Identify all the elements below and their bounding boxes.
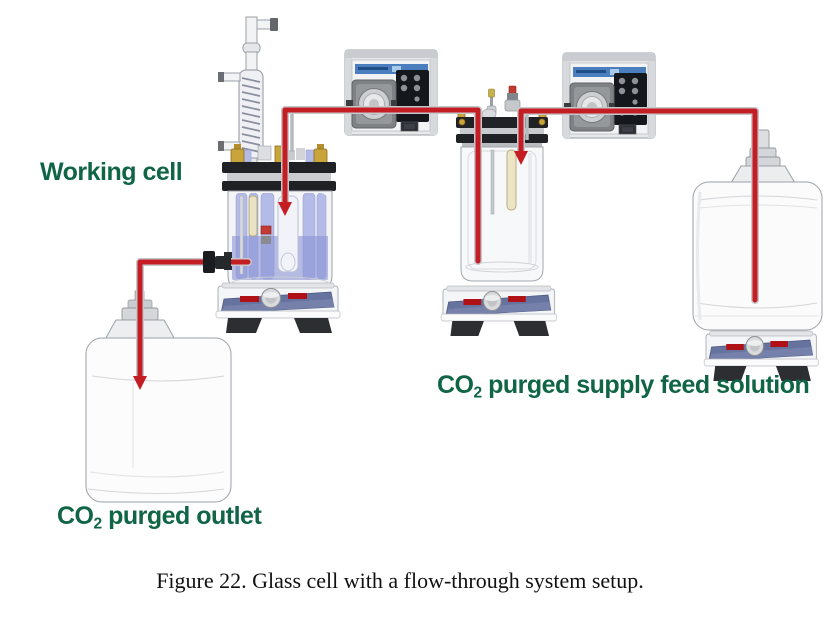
label-outlet-subscript: 2 bbox=[93, 515, 103, 533]
working-cell-lid bbox=[222, 144, 336, 191]
middle-cell-unit bbox=[440, 85, 557, 337]
flow-arrow-into-working-cell bbox=[278, 202, 292, 216]
flow-arrow-into-feed-cell bbox=[514, 151, 528, 165]
stirrer-left-icon bbox=[215, 282, 341, 334]
figure-caption: Figure 22. Glass cell with a flow-throug… bbox=[156, 568, 644, 593]
peristaltic-pump-right-icon bbox=[562, 52, 656, 139]
stirrer-middle-icon bbox=[440, 285, 557, 337]
label-co2-purged-supply: CO2 purged supply feed solution bbox=[437, 371, 810, 402]
label-supply-subscript: 2 bbox=[473, 384, 483, 402]
condenser-icon bbox=[218, 16, 278, 166]
tube-pump1-to-working-cell bbox=[282, 107, 481, 264]
outlet-carboy-icon bbox=[85, 290, 232, 503]
flow-arrow-into-outlet-carboy bbox=[133, 376, 147, 390]
tube-fitting-icon bbox=[203, 251, 231, 273]
label-outlet-rest: purged outlet bbox=[101, 502, 262, 530]
label-co2-purged-outlet: CO2 purged outlet bbox=[57, 502, 262, 533]
peristaltic-pump-left-icon bbox=[344, 49, 438, 136]
working-cell-unit bbox=[215, 16, 341, 334]
label-outlet-prefix: CO bbox=[57, 502, 94, 530]
label-supply-rest: purged supply feed solution bbox=[481, 371, 810, 399]
flow-tubing bbox=[133, 106, 759, 390]
label-supply-prefix: CO bbox=[437, 371, 474, 399]
middle-cell-vessel-icon bbox=[460, 146, 544, 282]
label-working-cell-text: Working cell bbox=[40, 158, 183, 186]
tube-pump2-to-feed-cell bbox=[518, 108, 758, 303]
label-working-cell: Working cell bbox=[40, 158, 183, 187]
working-cell-vessel-icon bbox=[224, 190, 333, 291]
